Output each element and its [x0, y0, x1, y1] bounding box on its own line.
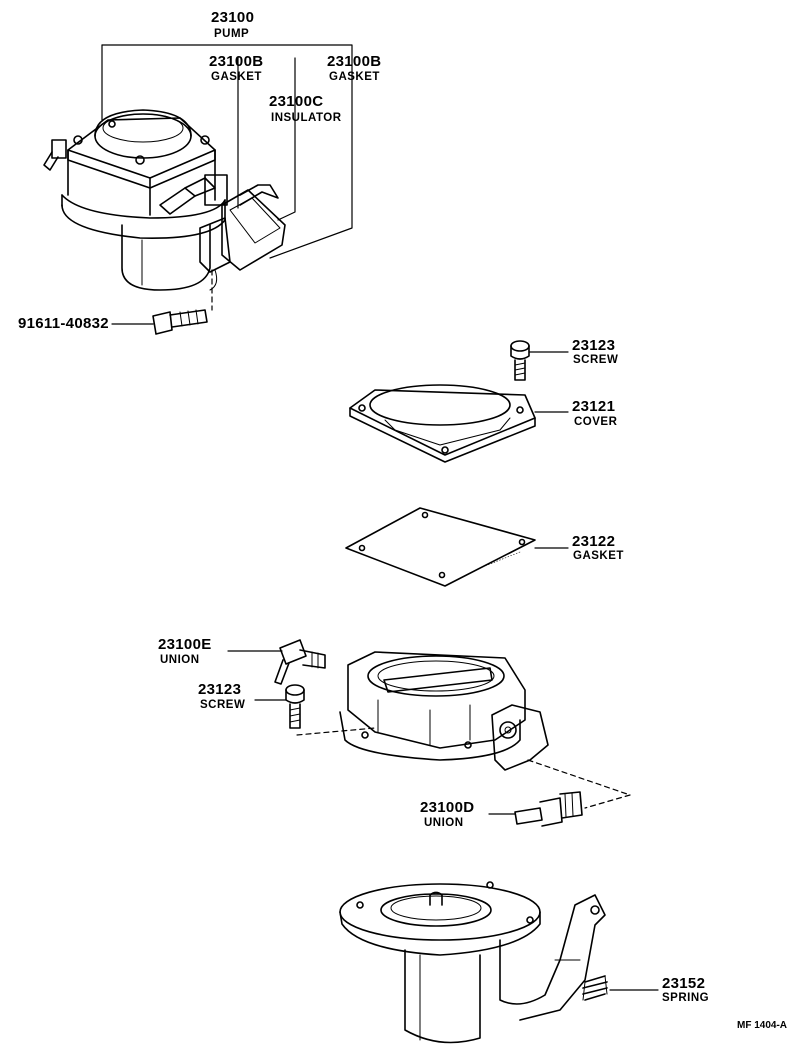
callout-leaders-top [101, 44, 353, 311]
part-name-insulator: INSULATOR [271, 112, 342, 124]
union-d-drawing [488, 791, 583, 827]
part-number-union-d: 23100D [420, 799, 475, 816]
part-name-screw-top: SCREW [573, 354, 619, 366]
spring-drawing [582, 975, 659, 1001]
union-e-drawing [227, 639, 326, 685]
part-name-cover: COVER [574, 416, 618, 428]
part-number-bolt: 91611-40832 [18, 315, 109, 332]
part-name-gasket-b1: GASKET [211, 71, 262, 83]
part-name-gasket-b2: GASKET [329, 71, 380, 83]
part-number-gasket: 23122 [572, 533, 616, 550]
part-name-gasket: GASKET [573, 550, 624, 562]
part-name-screw-mid: SCREW [200, 699, 246, 711]
part-name-pump: PUMP [214, 28, 250, 40]
pump-body-drawing [339, 651, 631, 809]
part-number-spring: 23152 [662, 975, 706, 992]
part-name-spring: SPRING [662, 992, 710, 1004]
part-number-gasket-b1: 23100B [209, 53, 264, 70]
part-name-union-e: UNION [160, 654, 200, 666]
part-name-union-d: UNION [424, 817, 464, 829]
lower-body-drawing [339, 881, 606, 1044]
part-number-union-e: 23100E [158, 636, 212, 653]
fuel-pump-assembly-drawing [43, 109, 286, 291]
cover-drawing [349, 384, 569, 463]
part-number-screw-top: 23123 [572, 337, 616, 354]
part-number-screw-mid: 23123 [198, 681, 242, 698]
screw-top-drawing [510, 340, 569, 381]
bolt-drawing [111, 309, 208, 335]
part-number-gasket-b2: 23100B [327, 53, 382, 70]
part-number-pump: 23100 [211, 9, 255, 26]
part-number-insulator: 23100C [269, 93, 324, 110]
gasket-drawing [345, 507, 569, 587]
diagram-reference-code: MF 1404-A [737, 1020, 788, 1031]
screw-mid-drawing [254, 684, 376, 736]
part-number-cover: 23121 [572, 398, 616, 415]
